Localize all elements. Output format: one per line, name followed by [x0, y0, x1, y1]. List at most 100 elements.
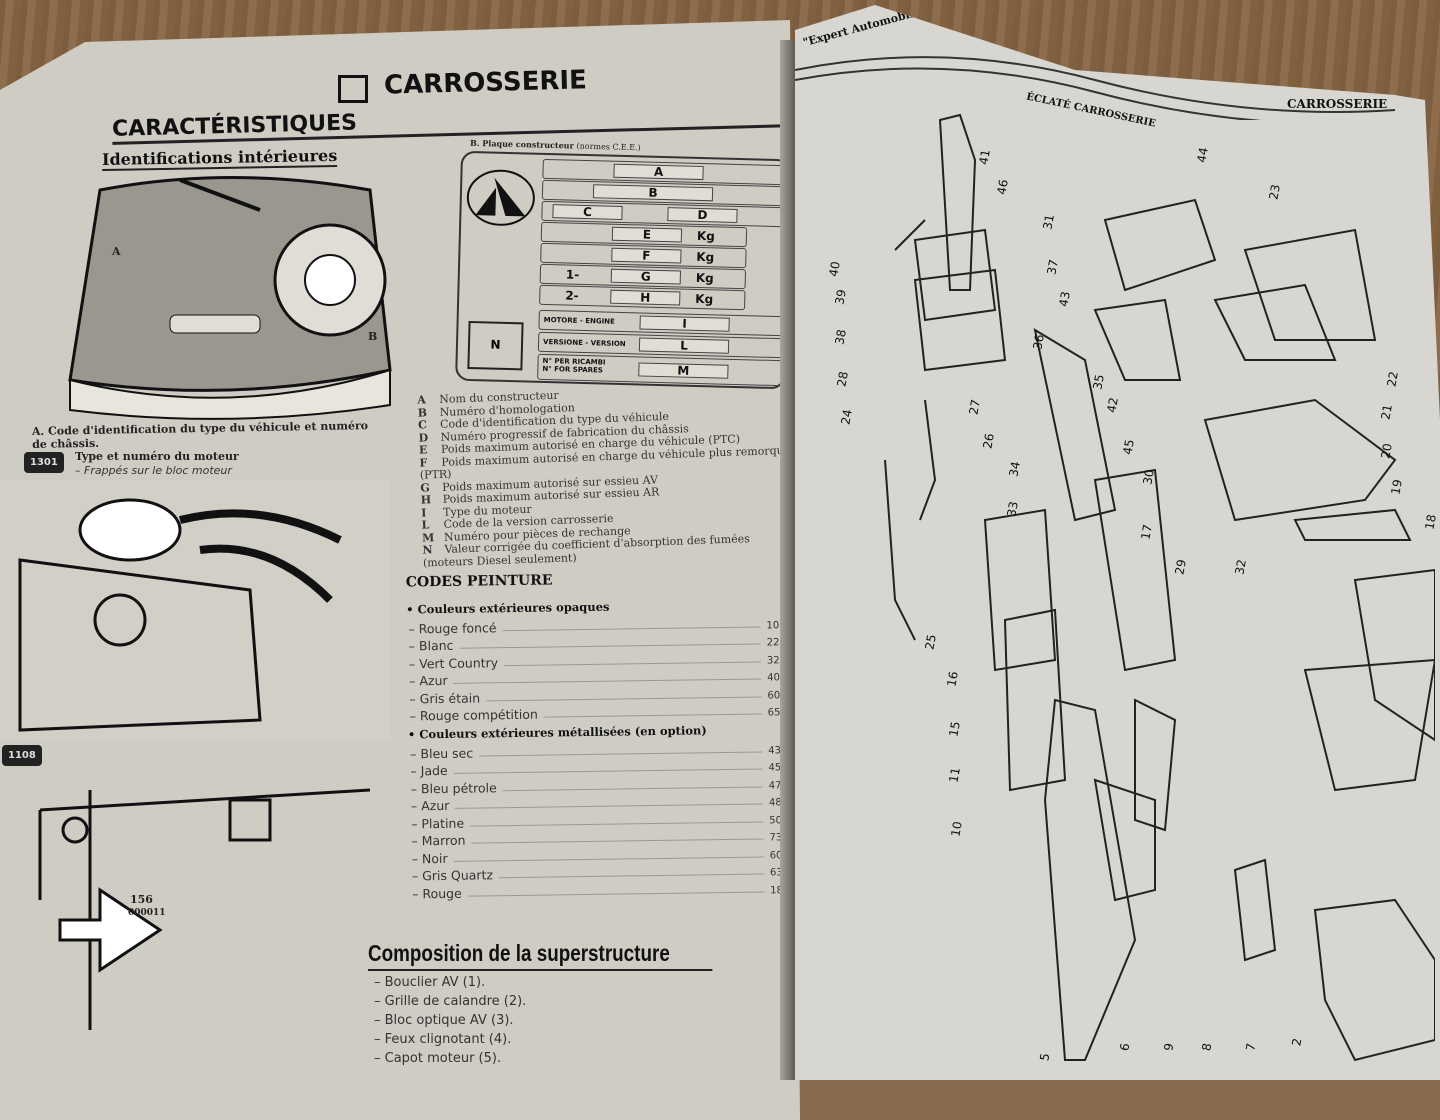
paint-color-name: – Marron — [411, 832, 466, 849]
part-number: 44 — [1194, 146, 1211, 164]
plate-cell-l: L — [638, 337, 730, 354]
paint-codes-title: CODES PEINTURE — [405, 572, 553, 591]
part-number: 37 — [1044, 258, 1061, 276]
engine-note: – Frappés sur le bloc moteur — [75, 464, 232, 477]
plate-cell-a: A — [613, 163, 704, 181]
caption-a: A. Code d'identification du type du véhi… — [31, 419, 369, 451]
paint-color-name: – Bleu sec — [410, 745, 474, 761]
paint-color-name: – Noir — [411, 850, 448, 866]
plate-unit: Kg — [696, 228, 715, 244]
part-number: 32 — [1232, 558, 1249, 576]
page-header: CARROSSERIE — [383, 65, 588, 101]
legend-key: H — [420, 493, 432, 507]
part-number: 19 — [1388, 478, 1405, 496]
composition-item: – Bouclier AV (1). — [374, 975, 486, 990]
paint-color-name: – Platine — [411, 815, 465, 831]
paint-color-name: – Rouge — [412, 885, 462, 901]
plate-title-note: (normes C.E.E.) — [576, 141, 641, 153]
part-number: 39 — [832, 288, 849, 306]
paint-color-name: – Rouge compétition — [409, 706, 538, 724]
engine-block-illustration — [0, 480, 390, 740]
paint-color-name: – Vert Country — [408, 654, 499, 671]
plate-cell-b: B — [592, 184, 714, 202]
plate-spares-label-2: N° FOR SPARES — [542, 364, 603, 375]
stamp-number: 000011 — [128, 908, 166, 918]
plate-cell-f: F — [611, 247, 682, 264]
plate-cell-c: C — [552, 204, 623, 220]
chassis-number-illustration — [38, 788, 371, 1030]
plate-cell-g: G — [610, 268, 682, 285]
part-number: 29 — [1172, 558, 1189, 576]
leader-dots — [502, 626, 761, 631]
leader-dots — [502, 786, 763, 791]
part-number: 46 — [994, 178, 1011, 196]
part-number: 21 — [1378, 403, 1395, 421]
part-number: 15 — [946, 720, 963, 738]
paint-color-name: – Gris étain — [409, 689, 481, 706]
manufacturer-logo-icon — [466, 169, 535, 226]
right-page-header: CARROSSERIE — [1287, 97, 1388, 111]
plate-unit: Kg — [695, 291, 714, 307]
plate-unit: Kg — [696, 249, 715, 265]
plate-axle-1: 1- — [565, 267, 580, 282]
leader-dots — [543, 713, 762, 718]
engine-badge: 1301 — [24, 452, 64, 473]
engine-bay-illustration — [68, 176, 392, 420]
leader-dots — [471, 838, 764, 844]
leader-dots — [467, 891, 765, 897]
leader-dots — [470, 821, 764, 827]
composition-item: – Feux clignotant (4). — [374, 1032, 512, 1047]
figure-label-a: A — [112, 245, 121, 258]
left-page: CARROSSERIE CARACTÉRISTIQUES Identificat… — [0, 20, 800, 1120]
leader-dots — [479, 751, 763, 756]
badge-1108: 1108 — [2, 745, 42, 766]
part-number: 41 — [976, 148, 993, 166]
leader-dots — [453, 856, 764, 862]
part-number: 27 — [966, 398, 983, 416]
legend-key: L — [421, 518, 430, 532]
right-page: "Expert Automobile" ÉCLATÉ CARROSSERIE C… — [795, 5, 1440, 1080]
paint-color-name: – Azur — [409, 672, 448, 689]
plate-cell-m: M — [638, 362, 729, 379]
part-number: 26 — [980, 432, 997, 450]
checkbox-icon — [338, 75, 368, 103]
plate-cell-e: E — [611, 226, 683, 243]
paint-color-name: – Gris Quartz — [411, 867, 494, 884]
plate-cell-n: N — [467, 320, 524, 371]
part-number: 30 — [1140, 468, 1157, 486]
part-number: 42 — [1104, 396, 1121, 414]
legend-key: C — [417, 418, 428, 432]
composition-item: – Bloc optique AV (3). — [374, 1013, 514, 1028]
figure-label-b: B — [368, 330, 378, 343]
legend-key: E — [418, 443, 428, 457]
part-number: 34 — [1006, 460, 1023, 478]
part-number: 38 — [832, 328, 849, 346]
plate-cell-i: I — [639, 315, 730, 332]
part-number: 18 — [1422, 513, 1439, 531]
plate-title-text: B. Plaque constructeur — [469, 137, 574, 151]
part-number: 11 — [946, 766, 963, 784]
plate-cell-h: H — [610, 289, 681, 306]
composition-item: – Grille de calandre (2). — [374, 994, 527, 1009]
part-number: 33 — [1004, 500, 1021, 518]
paint-color-name: – Blanc — [408, 637, 454, 654]
leader-dots — [453, 678, 762, 684]
part-number: 31 — [1040, 213, 1057, 231]
part-number: 10 — [948, 820, 965, 838]
part-number: 22 — [1384, 370, 1401, 388]
plate-cell-d: D — [667, 207, 738, 223]
part-number: 24 — [838, 408, 855, 426]
plate-title: B. Plaque constructeur (normes C.E.E.) — [470, 138, 641, 152]
plate-version-label: VERSIONE - VERSION — [542, 337, 626, 349]
paint-codes-section: CODES PEINTURE • Couleurs extérieures op… — [378, 569, 793, 901]
paint-color-name: – Rouge foncé — [408, 619, 497, 636]
part-number: 17 — [1138, 523, 1155, 541]
composition-title: Composition de la superstructure — [368, 940, 713, 971]
part-number: 43 — [1056, 290, 1073, 308]
part-number: 36 — [1030, 333, 1047, 351]
part-number: 35 — [1090, 373, 1107, 391]
part-number: 23 — [1266, 183, 1283, 201]
